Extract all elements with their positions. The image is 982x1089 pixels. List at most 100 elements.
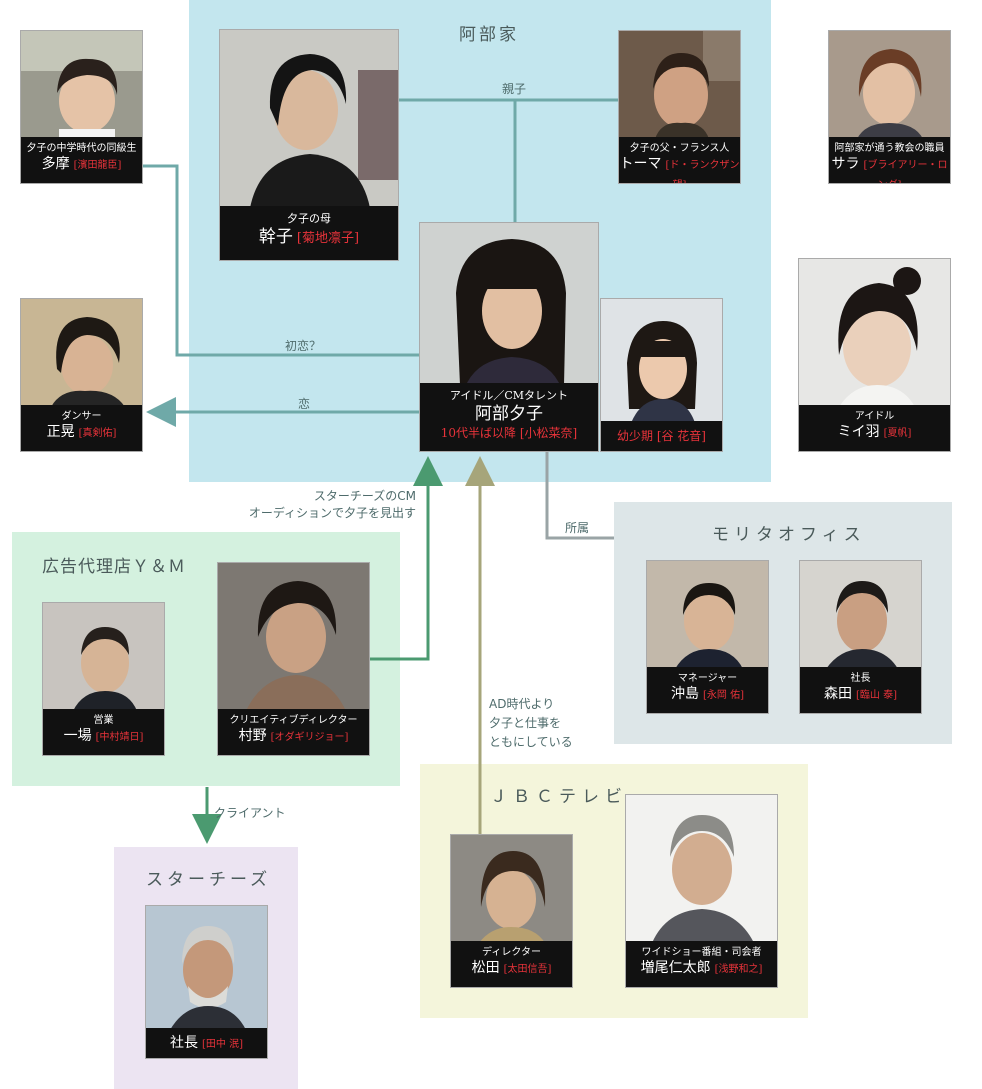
group-title-abe: 阿部家 [459, 25, 519, 45]
card-yuko[interactable]: アイドル／CMタレント 阿部夕子 10代半ば以降 [小松菜奈] [419, 222, 599, 452]
portrait-motoko [220, 30, 398, 208]
caption-motoko: 夕子の母 幹子[菊地凛子] [220, 206, 398, 260]
label-love: 恋 [298, 397, 311, 411]
role-okishima: マネージャー [677, 673, 738, 684]
label-found-line1: スターチーズのCM [313, 489, 416, 503]
card-matsuda[interactable]: ディレクター 松田[太田信吾] [450, 834, 573, 988]
caption-masaaki: ダンサー 正晃[真剣佑] [21, 405, 142, 451]
portrait-okishima [647, 561, 768, 669]
portrait-morita [800, 561, 921, 669]
caption-president: 社長 [田中 泯] [146, 1028, 267, 1058]
actor-masaaki: [真剣佑] [78, 428, 117, 439]
label-found-by-cm: スターチーズのCM オーディションで夕子を見出す [214, 488, 416, 522]
role-ichiba: 営業 [93, 715, 114, 726]
actor-motoko: [菊地凛子] [296, 231, 360, 246]
role-yuko-child: 幼少期 [谷 花音] [617, 429, 706, 443]
actor-tama: [濱田龍臣] [73, 160, 122, 171]
portrait-yuko-child [601, 299, 722, 423]
role-thomas: 夕子の父・フランス人 [629, 143, 730, 154]
card-murano[interactable]: クリエイティブディレクター 村野[オダギリジョー] [217, 562, 370, 756]
caption-tama: 夕子の中学時代の同級生 多摩[濱田龍臣] [21, 137, 142, 183]
group-title-agency: 広告代理店Ｙ＆Ｍ [42, 557, 186, 577]
role-masaaki: ダンサー [61, 411, 102, 422]
affiliation-line [545, 452, 614, 540]
group-title-starchees: スターチーズ [146, 870, 272, 890]
card-yuko-child[interactable]: 幼少期 [谷 花音] [600, 298, 723, 452]
actor-masuo: [浅野和之] [714, 964, 763, 975]
caption-morita: 社長 森田[臨山 泰] [800, 667, 921, 713]
portrait-masaaki [21, 299, 142, 407]
name-yuko: 阿部夕子 [475, 404, 543, 424]
label-first-love: 初恋？ [285, 339, 322, 353]
label-client: クライアント [214, 806, 286, 820]
label-ad-era: AD時代より 夕子と仕事を ともにしている [489, 695, 573, 752]
actor-matsuda: [太田信吾] [503, 964, 552, 975]
card-masuo[interactable]: ワイドショー番組・司会者 増尾仁太郎[浅野和之] [625, 794, 778, 988]
label-ad-line1: AD時代より [489, 697, 555, 711]
caption-thomas: 夕子の父・フランス人 トーマ[ド・ランクザン望] [619, 137, 740, 183]
card-ichiba[interactable]: 営業 一場[中村靖日] [42, 602, 165, 756]
portrait-thomas [619, 31, 740, 139]
label-ad-line3: ともにしている [489, 735, 573, 749]
found-arrow [370, 456, 443, 661]
actor-morita: [臨山 泰] [856, 690, 897, 701]
card-miiha[interactable]: アイドル ミイ羽[夏帆] [798, 258, 951, 452]
actor-sara: [ブライアリー・ロング] [863, 160, 948, 183]
portrait-masuo [626, 795, 777, 943]
name-masuo: 増尾仁太郎 [640, 960, 711, 976]
name-tama: 多摩 [41, 156, 70, 172]
group-title-jbc: ＪＢＣテレビ [490, 787, 628, 807]
portrait-ichiba [43, 603, 164, 711]
caption-yuko-child: 幼少期 [谷 花音] [601, 421, 722, 451]
name-motoko: 幹子 [258, 227, 293, 247]
card-thomas[interactable]: 夕子の父・フランス人 トーマ[ド・ランクザン望] [618, 30, 741, 184]
label-parent-child: 親子 [502, 82, 527, 96]
caption-miiha: アイドル ミイ羽[夏帆] [799, 405, 950, 451]
role-motoko: 夕子の母 [287, 212, 331, 225]
card-okishima[interactable]: マネージャー 沖島[永岡 佑] [646, 560, 769, 714]
name-president: 社長 [170, 1035, 198, 1051]
role-matsuda: ディレクター [482, 947, 541, 958]
portrait-tama [21, 31, 142, 139]
card-morita[interactable]: 社長 森田[臨山 泰] [799, 560, 922, 714]
actor-ichiba: [中村靖日] [95, 732, 144, 743]
name-matsuda: 松田 [471, 960, 500, 976]
caption-yuko: アイドル／CMタレント 阿部夕子 10代半ば以降 [小松菜奈] [420, 383, 598, 451]
name-thomas: トーマ [619, 156, 662, 172]
actor-thomas: [ド・ランクザン望] [665, 160, 740, 183]
actor-murano: [オダギリジョー] [270, 732, 349, 743]
label-ad-line2: 夕子と仕事を [489, 716, 562, 730]
card-president[interactable]: 社長 [田中 泯] [145, 905, 268, 1059]
role-tama: 夕子の中学時代の同級生 [26, 143, 137, 154]
name-murano: 村野 [238, 728, 267, 744]
name-sara: サラ [831, 156, 860, 172]
portrait-yuko [420, 223, 598, 385]
portrait-president [146, 906, 267, 1030]
card-tama[interactable]: 夕子の中学時代の同級生 多摩[濱田龍臣] [20, 30, 143, 184]
actor-president: [田中 泯] [202, 1039, 243, 1050]
caption-ichiba: 営業 一場[中村靖日] [43, 709, 164, 755]
card-masaaki[interactable]: ダンサー 正晃[真剣佑] [20, 298, 143, 452]
caption-masuo: ワイドショー番組・司会者 増尾仁太郎[浅野和之] [626, 941, 777, 987]
name-miiha: ミイ羽 [837, 424, 880, 440]
caption-okishima: マネージャー 沖島[永岡 佑] [647, 667, 768, 713]
actor-yuko: 10代半ば以降 [小松菜奈] [440, 426, 578, 440]
label-found-line2: オーディションで夕子を見出す [248, 506, 416, 520]
actor-miiha: [夏帆] [883, 428, 912, 439]
card-sara[interactable]: 阿部家が通う教会の職員 サラ[ブライアリー・ロング] [828, 30, 951, 184]
first-love-line [142, 164, 419, 357]
portrait-miiha [799, 259, 950, 407]
portrait-murano [218, 563, 369, 711]
label-affiliation: 所属 [565, 521, 590, 535]
role-miiha: アイドル [854, 411, 895, 422]
name-masaaki: 正晃 [46, 424, 75, 440]
name-morita: 森田 [824, 686, 852, 702]
role-murano: クリエイティブディレクター [229, 715, 358, 726]
role-sara: 阿部家が通う教会の職員 [834, 143, 945, 154]
card-motoko[interactable]: 夕子の母 幹子[菊地凛子] [219, 29, 399, 261]
caption-matsuda: ディレクター 松田[太田信吾] [451, 941, 572, 987]
role-masuo: ワイドショー番組・司会者 [641, 947, 762, 958]
caption-murano: クリエイティブディレクター 村野[オダギリジョー] [218, 709, 369, 755]
name-ichiba: 一場 [63, 728, 92, 744]
